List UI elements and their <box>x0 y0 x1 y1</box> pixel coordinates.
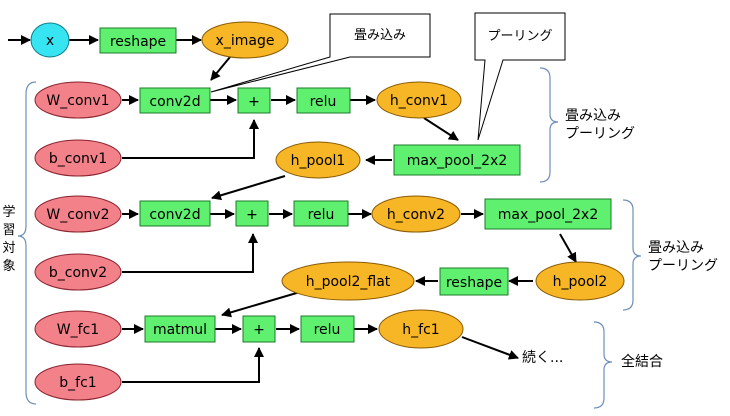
node-w-conv2-label: W_conv2 <box>46 207 109 223</box>
node-b-conv1-label: b_conv1 <box>49 151 107 167</box>
callout-conv: 畳み込み <box>210 13 431 93</box>
node-reshape1: reshape <box>99 27 177 54</box>
node-h-pool2-flat-label: h_pool2_flat <box>306 274 391 290</box>
node-relu1-label: relu <box>310 94 337 110</box>
node-reshape2-label: reshape <box>446 275 502 291</box>
node-b-conv2: b_conv2 <box>34 253 122 291</box>
edge-maxpool2-hpool2 <box>559 233 577 263</box>
group3-label: 全結合 <box>621 353 663 370</box>
node-plus1: + <box>237 87 271 114</box>
node-w-fc1: W_fc1 <box>34 310 122 348</box>
node-max-pool1-label: max_pool_2x2 <box>407 153 508 169</box>
node-relu3-label: relu <box>314 322 341 338</box>
group2-line2: プーリング <box>648 258 718 274</box>
node-b-conv2-label: b_conv2 <box>49 265 107 281</box>
node-relu2-label: relu <box>308 207 335 223</box>
node-reshape2: reshape <box>439 267 509 296</box>
edge-hpool1-conv2d2 <box>211 175 286 201</box>
node-w-conv1-label: W_conv1 <box>46 93 109 109</box>
trainable-char-3: 対 <box>2 241 15 256</box>
group1-line2: プーリング <box>565 126 635 142</box>
trainable-char-4: 象 <box>2 259 15 274</box>
group2-line1: 畳み込み <box>648 240 704 256</box>
trainable-char-1: 学 <box>2 204 15 220</box>
node-reshape1-label: reshape <box>110 34 166 50</box>
edge-bconv2-plus2 <box>122 233 258 273</box>
brace-group2 <box>622 199 642 311</box>
node-b-fc1-label: b_fc1 <box>59 375 96 391</box>
node-w-fc1-label: W_fc1 <box>57 322 99 338</box>
group1-line1: 畳み込み <box>565 108 621 124</box>
node-x-label: x <box>46 33 54 49</box>
edge-hfc1-continue <box>461 336 519 360</box>
edge-bfc1-plus3 <box>122 347 264 383</box>
edge-hpool2flat-matmul <box>221 291 301 318</box>
brace-group1 <box>539 67 559 183</box>
callout-pool-text: プーリング <box>487 29 552 44</box>
node-x-image: x_image <box>201 21 289 59</box>
node-max-pool2: max_pool_2x2 <box>484 198 612 230</box>
node-h-pool2-flat: h_pool2_flat <box>281 261 415 301</box>
node-relu2: relu <box>293 200 349 227</box>
trainable-char-2: 習 <box>2 223 15 238</box>
brace-group3 <box>593 321 613 409</box>
node-h-fc1-label: h_fc1 <box>402 322 439 338</box>
brace-trainable <box>17 81 37 405</box>
node-w-conv2: W_conv2 <box>34 195 122 233</box>
node-max-pool2-label: max_pool_2x2 <box>498 207 599 223</box>
edge-bconv1-plus1 <box>122 119 259 159</box>
node-x-image-label: x_image <box>216 33 275 49</box>
node-h-fc1: h_fc1 <box>378 309 464 349</box>
node-b-fc1: b_fc1 <box>34 363 122 401</box>
node-plus3-label: + <box>253 322 265 338</box>
node-h-conv1: h_conv1 <box>376 81 462 119</box>
node-relu3: relu <box>300 315 355 343</box>
node-h-pool1: h_pool1 <box>275 141 361 179</box>
callout-pool: プーリング <box>474 12 566 141</box>
node-relu1: relu <box>296 87 351 114</box>
continue-label: 続く... <box>522 349 563 366</box>
edges <box>8 35 577 383</box>
node-matmul: matmul <box>144 315 216 343</box>
callout-conv-text: 畳み込み <box>354 28 406 43</box>
node-max-pool1: max_pool_2x2 <box>393 144 521 176</box>
node-h-conv2-label: h_conv2 <box>387 207 445 223</box>
node-h-pool2-label: h_pool2 <box>553 274 608 290</box>
node-b-conv1: b_conv1 <box>34 139 122 177</box>
node-plus1-label: + <box>248 94 260 110</box>
node-plus2: + <box>235 200 269 227</box>
node-matmul-label: matmul <box>153 322 207 338</box>
node-h-conv1-label: h_conv1 <box>390 93 448 109</box>
node-conv2d2-label: conv2d <box>149 207 200 223</box>
node-h-pool1-label: h_pool1 <box>291 153 346 169</box>
node-plus3: + <box>242 315 276 343</box>
edge-ximage-conv2d1 <box>210 56 231 81</box>
node-conv2d1-label: conv2d <box>149 94 200 110</box>
node-h-pool2: h_pool2 <box>535 261 625 301</box>
node-h-conv2: h_conv2 <box>371 195 461 233</box>
node-w-conv1: W_conv1 <box>34 81 122 119</box>
node-conv2d2: conv2d <box>139 200 211 227</box>
node-x: x <box>30 22 70 58</box>
trainable-label: 学 習 対 象 <box>2 204 15 274</box>
node-plus2-label: + <box>246 207 258 223</box>
edge-hconv1-maxpool1 <box>423 117 459 141</box>
node-conv2d1: conv2d <box>139 87 211 114</box>
